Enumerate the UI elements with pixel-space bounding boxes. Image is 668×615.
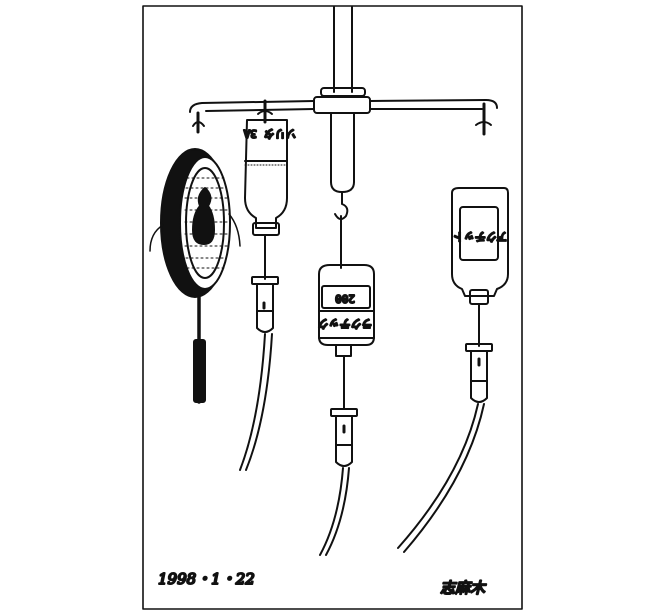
- pressure-gauge: [149, 111, 241, 404]
- right-bag-label: アクチット: [453, 230, 507, 243]
- center-hook: [334, 191, 349, 220]
- center-bottle-name: ラクテック: [318, 317, 373, 330]
- iv-pole: [313, 6, 371, 193]
- right-iv-bag: [397, 102, 509, 553]
- artist-signature: 志麻木: [440, 579, 487, 597]
- center-bottle-volume: 200: [335, 292, 355, 305]
- center-iv-bottle: [318, 215, 375, 556]
- date-caption: 1998・1・22: [158, 570, 255, 588]
- hanger-crossbar: [189, 99, 498, 113]
- left-iv-bottle: [239, 99, 288, 471]
- left-bottle-label: ソリタ 3A: [243, 127, 296, 140]
- drawing-frame: [142, 5, 523, 610]
